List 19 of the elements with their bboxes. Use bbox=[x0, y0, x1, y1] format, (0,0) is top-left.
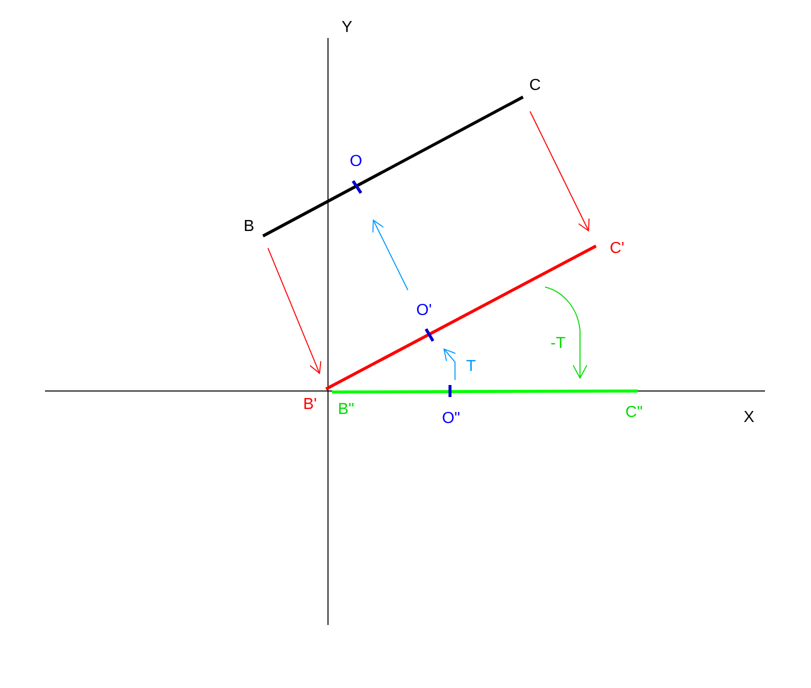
point-label: B bbox=[244, 219, 254, 235]
point-label: O bbox=[350, 154, 362, 170]
point-label: O' bbox=[416, 303, 432, 319]
angle-label: T bbox=[466, 359, 476, 375]
line-segment bbox=[332, 390, 638, 394]
arrow bbox=[267, 248, 322, 374]
point-label: C" bbox=[625, 405, 643, 421]
point-label: B" bbox=[338, 402, 354, 418]
axis-label: X bbox=[744, 410, 754, 426]
line-segment bbox=[325, 244, 597, 390]
point-label: O" bbox=[442, 411, 460, 427]
point-label: C bbox=[529, 78, 541, 94]
arrow bbox=[530, 110, 590, 232]
arrow bbox=[372, 220, 408, 291]
angle-label: -T bbox=[550, 336, 566, 352]
point-label: C' bbox=[610, 241, 624, 257]
axis-label: Y bbox=[342, 20, 352, 36]
point-label: B' bbox=[303, 397, 317, 413]
line-segment bbox=[262, 96, 524, 238]
